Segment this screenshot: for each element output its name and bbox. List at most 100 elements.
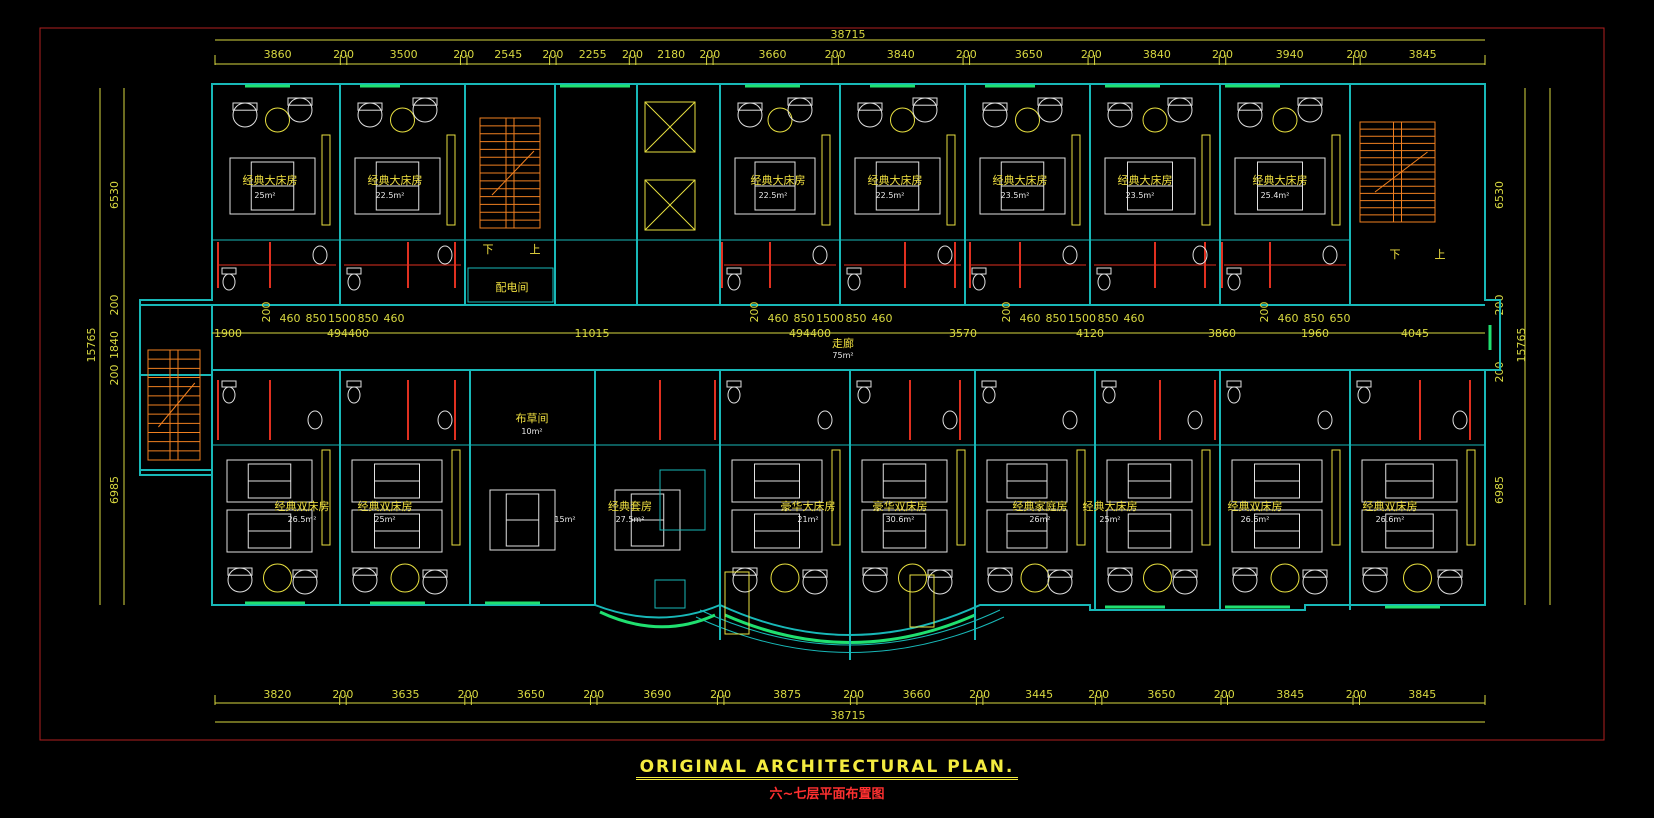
room-bottom-8-area: 26.6m² bbox=[1241, 515, 1270, 524]
dim-bottom-12: 3445 bbox=[1025, 688, 1053, 701]
dim-corridor_left-3: 1500 bbox=[328, 312, 356, 325]
dim-top-13: 200 bbox=[956, 48, 977, 61]
room-bottom-0-area: 26.5m² bbox=[288, 515, 317, 524]
room-top-2-name: 经典大床房 bbox=[751, 173, 806, 187]
room-top-6-name: 经典大床房 bbox=[1253, 173, 1308, 187]
linen-room-label: 布草间 bbox=[516, 412, 549, 425]
dim-corridor_left-2: 850 bbox=[306, 312, 327, 325]
building-walls bbox=[139, 83, 1501, 653]
dim-top-14: 3650 bbox=[1015, 48, 1043, 61]
dim-bottom-5: 200 bbox=[583, 688, 604, 701]
dim-top-12: 3840 bbox=[887, 48, 915, 61]
stair-down-label-right: 下 bbox=[1390, 248, 1401, 261]
room-bottom-1-area: 25m² bbox=[374, 515, 395, 524]
room-labels: 经典大床房 25m² 经典大床房 22.5m² 经典大床房 22.5m² 经典大床房 22.5… bbox=[243, 173, 1418, 524]
dim-right-0: 6530 bbox=[1493, 181, 1506, 209]
room-top-5-area: 23.5m² bbox=[1126, 191, 1155, 200]
dim-corridor_left-4: 850 bbox=[358, 312, 379, 325]
dim-bottom-6: 3690 bbox=[643, 688, 671, 701]
right-dimensions: 15765 6530 200 200 6985 bbox=[1493, 88, 1551, 605]
dim-bottom-3: 200 bbox=[458, 688, 479, 701]
dim-corridor_mid-3: 1500 bbox=[816, 312, 844, 325]
room-bottom-3-name: 经典套房 bbox=[608, 499, 652, 513]
dim-top-17: 200 bbox=[1212, 48, 1233, 61]
dim-left-1: 200 bbox=[108, 295, 121, 316]
dim-bottom-15: 200 bbox=[1214, 688, 1235, 701]
dim-top-6: 2255 bbox=[579, 48, 607, 61]
room-top-1-name: 经典大床房 bbox=[368, 173, 423, 187]
room-top-1-area: 22.5m² bbox=[376, 191, 405, 200]
room-top-5-name: 经典大床房 bbox=[1118, 173, 1173, 187]
dim-corridor_left-1: 460 bbox=[280, 312, 301, 325]
dim-bottom-4: 3650 bbox=[517, 688, 545, 701]
corridor-area: 75m² bbox=[832, 351, 853, 360]
windows bbox=[245, 84, 1492, 644]
drawing-subtitle: 六~七层平面布置图 bbox=[769, 787, 885, 802]
room-top-2-area: 22.5m² bbox=[759, 191, 788, 200]
dim-corridor_left-0: 200 bbox=[260, 302, 273, 323]
room-bottom-6-area: 26m² bbox=[1029, 515, 1050, 524]
dim-right-3: 6985 bbox=[1493, 476, 1506, 504]
dim-total-bottom: 38715 bbox=[831, 709, 866, 722]
dim-bottom-10: 3660 bbox=[903, 688, 931, 701]
dim-left-3: 200 bbox=[108, 365, 121, 386]
dim-bottom-16: 3845 bbox=[1276, 688, 1304, 701]
dim-top-11: 200 bbox=[825, 48, 846, 61]
drawing-title: ORIGINAL ARCHITECTURAL PLAN. bbox=[0, 757, 1654, 780]
room-top-3-area: 22.5m² bbox=[876, 191, 905, 200]
room-bottom-9-area: 26.6m² bbox=[1376, 515, 1405, 524]
room-bottom-1-name: 经典双床房 bbox=[358, 499, 413, 513]
room-bottom-7-name: 经典大床房 bbox=[1083, 499, 1138, 513]
stair-down-label: 下 bbox=[483, 243, 494, 256]
room-bottom-7-area: 25m² bbox=[1099, 515, 1120, 524]
dim-top-1: 200 bbox=[333, 48, 354, 61]
dim-corridor_right-1: 460 bbox=[1278, 312, 1299, 325]
linen-room-area: 10m² bbox=[521, 427, 542, 436]
dim-left-0: 6530 bbox=[108, 181, 121, 209]
dim-corridor_right-3: 650 bbox=[1330, 312, 1351, 325]
dim-top-5: 200 bbox=[542, 48, 563, 61]
dim-corridor_right-2: 850 bbox=[1304, 312, 1325, 325]
dim-top-18: 3940 bbox=[1276, 48, 1304, 61]
top-room-partitions bbox=[212, 84, 1351, 305]
dim-top-19: 200 bbox=[1346, 48, 1367, 61]
dim-corridor_mid2-3: 1500 bbox=[1068, 312, 1096, 325]
room-bottom-5-area: 30.6m² bbox=[886, 515, 915, 524]
dim-top-2: 3500 bbox=[390, 48, 418, 61]
furniture bbox=[219, 97, 1476, 635]
bottom-room-partitions bbox=[212, 370, 1485, 660]
dim-left-2: 1840 bbox=[108, 331, 121, 359]
dim-bottom-9: 200 bbox=[843, 688, 864, 701]
dim-corridor_mid-1: 460 bbox=[768, 312, 789, 325]
dim-top-7: 200 bbox=[622, 48, 643, 61]
dim-corridor_left-5: 460 bbox=[384, 312, 405, 325]
stair-up-label-right: 上 bbox=[1435, 248, 1446, 261]
room-bottom-6-name: 经典家庭房 bbox=[1013, 499, 1068, 513]
room-bottom-3-area: 27.5m² bbox=[616, 515, 645, 524]
dim-right-total: 15765 bbox=[1515, 328, 1528, 363]
room-top-4-area: 23.5m² bbox=[1001, 191, 1030, 200]
stairs: 下 上 下 上 bbox=[147, 117, 1446, 461]
dim-bottom-2: 3635 bbox=[392, 688, 420, 701]
dim-top-9: 200 bbox=[699, 48, 720, 61]
room-bottom-5-name: 豪华双床房 bbox=[873, 499, 928, 513]
dim-right-2: 200 bbox=[1493, 362, 1506, 383]
left-dimensions: 15765 6530 200 1840 200 6985 bbox=[85, 88, 125, 605]
corridor-label: 走廊 bbox=[832, 336, 854, 350]
dim-top-0: 3860 bbox=[264, 48, 292, 61]
power-room bbox=[467, 267, 554, 303]
dim-left-4: 6985 bbox=[108, 476, 121, 504]
dim-top-8: 2180 bbox=[657, 48, 685, 61]
dim-top-3: 200 bbox=[453, 48, 474, 61]
room-top-0-area: 25m² bbox=[254, 191, 275, 200]
dim-bottom-8: 3875 bbox=[773, 688, 801, 701]
dim-left-total: 15765 bbox=[85, 328, 98, 363]
room-bottom-2-area: 15m² bbox=[554, 515, 575, 524]
dim-top-16: 3840 bbox=[1143, 48, 1171, 61]
room-bottom-4-area: 21m² bbox=[797, 515, 818, 524]
dim-corridor_mid2-0: 200 bbox=[1000, 302, 1013, 323]
dim-corridor_mid-0: 200 bbox=[748, 302, 761, 323]
